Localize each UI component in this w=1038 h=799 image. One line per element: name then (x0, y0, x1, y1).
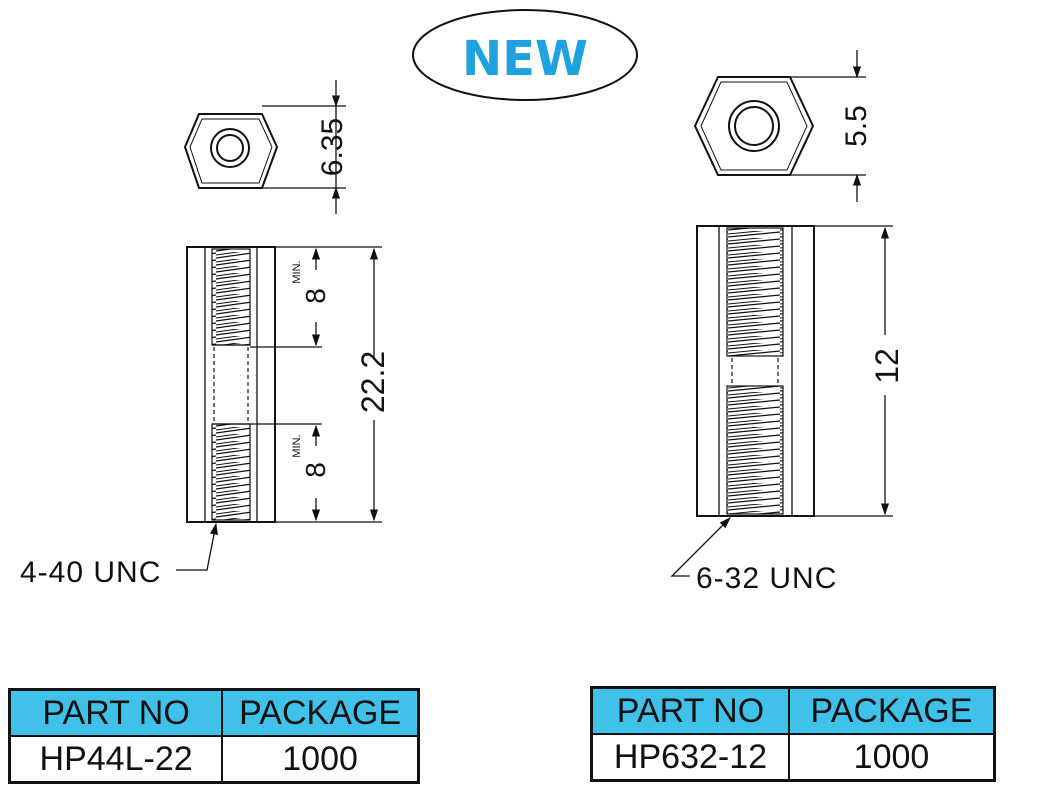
cell-part-no: HP44L-22 (8, 735, 224, 784)
right-length-dim-label: 12 (869, 348, 905, 384)
part-table-left: PART NO PACKAGE HP44L-22 1000 (8, 688, 420, 784)
left-min-top-label: MIN. (291, 260, 303, 283)
left-length-dimensions (250, 246, 382, 523)
left-min-bottom-label: MIN. (291, 434, 303, 457)
right-callout-leader (670, 517, 731, 577)
left-thread-top-dim-label: 8 (300, 288, 331, 304)
right-body-side-view (696, 225, 815, 517)
right-hex-dimension (790, 50, 866, 202)
header-package: PACKAGE (221, 688, 420, 737)
right-hex-top-view (693, 76, 815, 176)
technical-drawing: NEW 6.35 22.2 8 MIN. (20, 9, 905, 595)
left-thread-callout: 4-40 UNC (20, 556, 161, 589)
new-badge-label: NEW (462, 31, 588, 87)
header-package: PACKAGE (787, 686, 996, 735)
cell-part-no: HP632-12 (590, 733, 790, 782)
left-thread-bottom-dim-label: 8 (300, 462, 331, 478)
table-row: HP632-12 1000 (590, 733, 996, 782)
left-hex-dim-label: 6.35 (316, 118, 349, 176)
left-callout-leader (176, 522, 218, 571)
left-hex-top-view (183, 113, 279, 189)
right-thread-callout: 6-32 UNC (696, 562, 837, 595)
part-table-right: PART NO PACKAGE HP632-12 1000 (590, 686, 996, 782)
table-row: HP44L-22 1000 (8, 735, 420, 784)
left-hex-dimension (262, 80, 346, 214)
part-table-right-header: PART NO PACKAGE (590, 686, 996, 735)
right-length-dimension (814, 225, 893, 517)
right-hex-dim-label: 5.5 (840, 105, 873, 147)
part-table-left-header: PART NO PACKAGE (8, 688, 420, 737)
left-length-dim-label: 22.2 (355, 351, 391, 413)
header-part-no: PART NO (590, 686, 790, 735)
new-badge: NEW (412, 9, 638, 101)
left-body-side-view (186, 246, 276, 523)
header-part-no: PART NO (8, 688, 224, 737)
cell-package: 1000 (221, 735, 420, 784)
cell-package: 1000 (787, 733, 996, 782)
